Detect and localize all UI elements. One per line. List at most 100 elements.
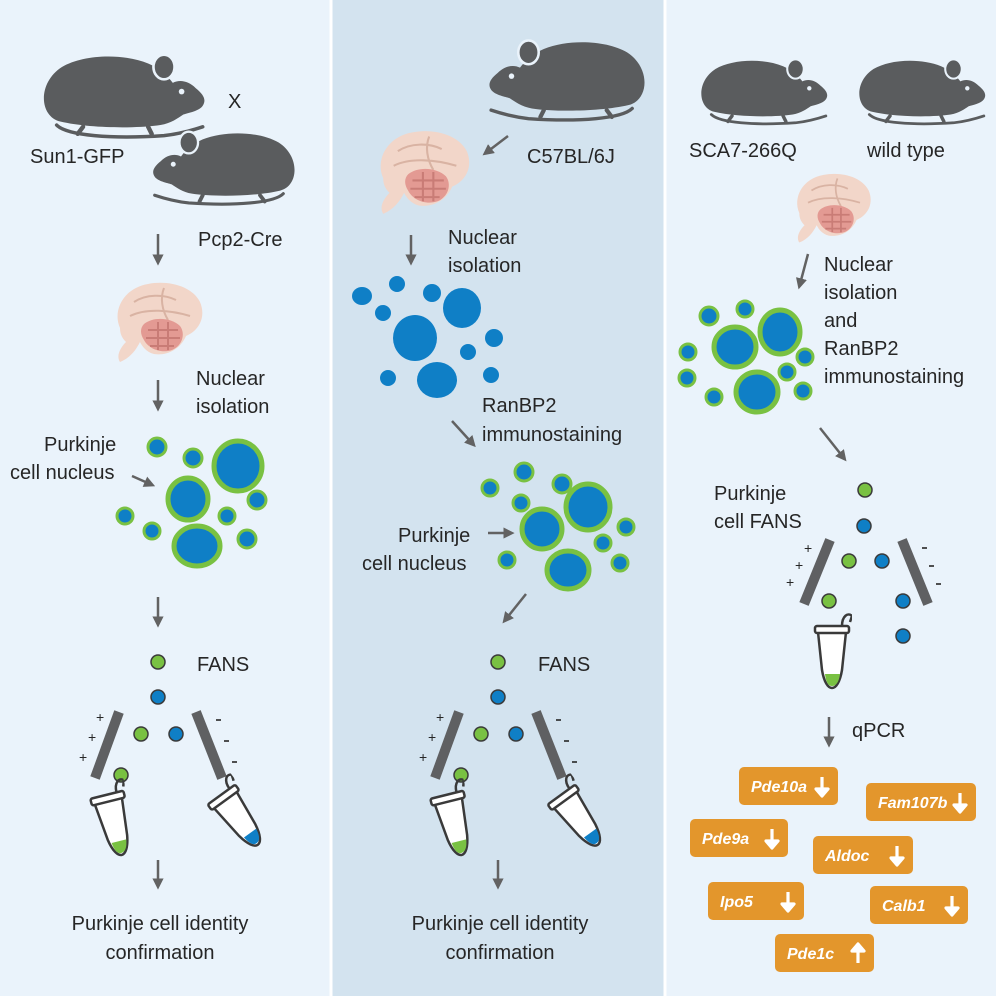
sorted-nucleus-green xyxy=(133,726,149,742)
svg-text:+: + xyxy=(795,557,803,573)
sorted-nucleus-blue xyxy=(874,553,890,569)
down-arrow-icon xyxy=(780,892,796,913)
gene-name: Pde9a xyxy=(702,831,749,848)
down-arrow-icon xyxy=(814,777,830,798)
sorted-nucleus-blue xyxy=(150,689,166,705)
gene-box-calb1: Calb1 xyxy=(870,886,968,924)
panel-right: SCA7-266Q wild type Nuclear isolation an… xyxy=(677,57,987,972)
sorted-nucleus-blue xyxy=(856,518,872,534)
panel-middle: C57BL/6J Nuclear isolation RanBP2 immuno… xyxy=(352,40,645,964)
result-label: confirmation xyxy=(446,942,555,964)
sorted-nucleus-green xyxy=(821,593,837,609)
collection-tube xyxy=(86,777,143,861)
gene-box-pde1c: Pde1c xyxy=(775,934,874,972)
sorted-nucleus-blue xyxy=(895,593,911,609)
nuclei-cluster xyxy=(115,436,268,569)
nucleus-callout-label: cell nucleus xyxy=(362,553,467,575)
strain-label: wild type xyxy=(866,140,945,162)
gene-name: Aldoc xyxy=(824,848,870,865)
sorted-nucleus-green xyxy=(453,767,469,783)
svg-text:+: + xyxy=(428,729,436,745)
cross-symbol: X xyxy=(228,91,241,113)
step-label: FANS xyxy=(538,654,590,676)
sorted-nucleus-green xyxy=(113,767,129,783)
collection-tube xyxy=(199,772,276,856)
step-label: isolation xyxy=(196,396,269,418)
sorted-nucleus-green xyxy=(841,553,857,569)
deflection-plate-positive xyxy=(799,538,835,606)
step-label: Nuclear xyxy=(824,254,893,276)
step-label: immunostaining xyxy=(824,366,964,388)
gene-name: Fam107b xyxy=(878,795,948,812)
gene-name: Ipo5 xyxy=(720,894,754,911)
step-label: qPCR xyxy=(852,720,905,742)
svg-text:+: + xyxy=(786,574,794,590)
panel-middle-background xyxy=(331,0,665,996)
arrow-icon xyxy=(482,135,509,156)
sorted-nucleus-blue xyxy=(508,726,524,742)
step-label: Nuclear xyxy=(448,227,517,249)
sorted-nucleus-blue xyxy=(895,628,911,644)
panel-left: X Sun1-GFP Pcp2-Cre Nuclear isolation Pu… xyxy=(10,55,297,964)
step-label: and xyxy=(824,310,857,332)
collection-tube xyxy=(426,777,483,861)
nucleus-callout-label: Purkinje xyxy=(398,525,470,547)
result-label: confirmation xyxy=(106,942,215,964)
step-label: FANS xyxy=(197,654,249,676)
arrow-icon xyxy=(502,593,527,624)
gene-box-pde9a: Pde9a xyxy=(690,819,788,857)
callout-arrow-icon xyxy=(131,474,156,487)
arrow-icon xyxy=(451,420,476,448)
step-label: RanBP2 xyxy=(824,338,899,360)
result-label: Purkinje cell identity xyxy=(412,913,589,935)
sorted-nucleus-green xyxy=(490,654,506,670)
strain-label: SCA7-266Q xyxy=(689,140,797,162)
nuclei-cluster xyxy=(677,299,815,415)
step-label: cell FANS xyxy=(714,511,802,533)
sorted-nucleus-green xyxy=(473,726,489,742)
gene-name: Pde10a xyxy=(751,779,807,796)
gene-box-fam107b: Fam107b xyxy=(866,783,976,821)
deflection-plate-negative xyxy=(531,710,567,780)
svg-text:+: + xyxy=(804,540,812,556)
strain-label: Pcp2-Cre xyxy=(198,229,282,251)
sorted-nucleus-green xyxy=(857,482,873,498)
step-label: isolation xyxy=(824,282,897,304)
nuclei-cluster xyxy=(352,276,503,398)
nuclei-cluster xyxy=(480,461,636,592)
result-label: Purkinje cell identity xyxy=(72,913,249,935)
up-arrow-icon xyxy=(850,942,866,963)
down-arrow-icon xyxy=(952,793,968,814)
svg-text:+: + xyxy=(88,729,96,745)
sorted-nucleus-blue xyxy=(168,726,184,742)
step-label: RanBP2 xyxy=(482,395,557,417)
deflection-plate-negative xyxy=(191,710,227,780)
gene-name: Calb1 xyxy=(882,898,926,915)
nucleus-callout-label: cell nucleus xyxy=(10,462,115,484)
gene-box-pde10a: Pde10a xyxy=(739,767,838,805)
down-arrow-icon xyxy=(944,896,960,917)
step-label: Purkinje xyxy=(714,483,786,505)
strain-label: C57BL/6J xyxy=(527,146,615,168)
arrow-icon xyxy=(819,427,847,462)
nucleus-callout-label: Purkinje xyxy=(44,434,116,456)
arrow-icon xyxy=(796,253,810,290)
step-label: Nuclear xyxy=(196,368,265,390)
deflection-plate-negative xyxy=(897,538,933,606)
gene-name: Pde1c xyxy=(787,946,834,963)
down-arrow-icon xyxy=(889,846,905,867)
deflection-plate-positive xyxy=(430,710,464,780)
svg-text:+: + xyxy=(419,749,427,765)
down-arrow-icon xyxy=(764,829,780,850)
svg-text:+: + xyxy=(436,709,444,725)
collection-tube xyxy=(813,613,852,690)
step-label: immunostaining xyxy=(482,424,622,446)
sorted-nucleus-blue xyxy=(490,689,506,705)
svg-text:+: + xyxy=(96,709,104,725)
collection-tube xyxy=(539,772,616,856)
gene-box-ipo5: Ipo5 xyxy=(708,882,804,920)
sorted-nucleus-green xyxy=(150,654,166,670)
